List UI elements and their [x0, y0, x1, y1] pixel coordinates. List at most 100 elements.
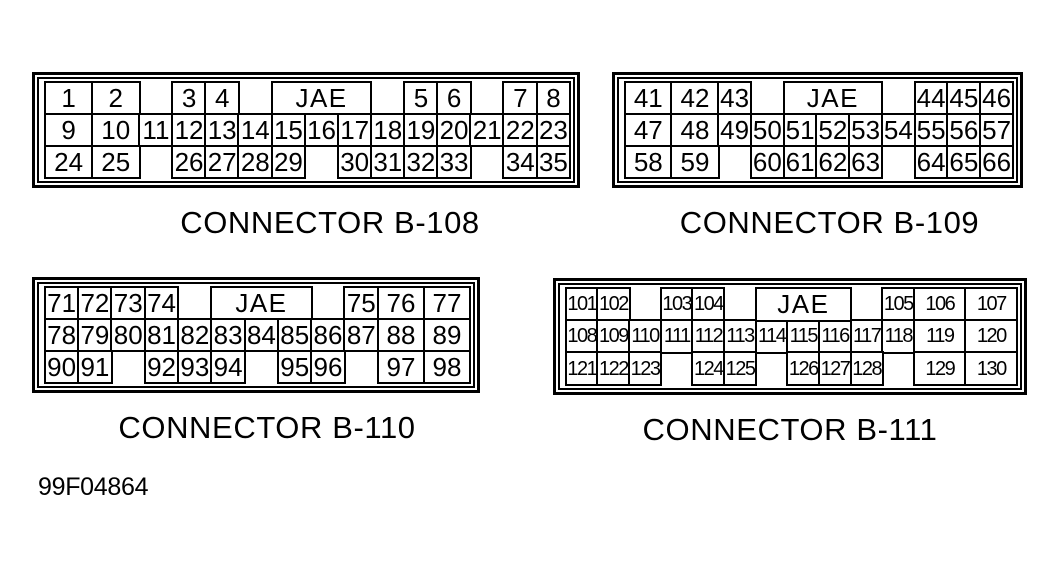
pin-cell-113: 113	[722, 319, 758, 354]
pin-cell-16: 16	[303, 112, 340, 148]
pin-cell-102: 102	[596, 286, 631, 322]
pin-cell-9: 9	[43, 112, 94, 148]
figure-id: 99F04864	[38, 473, 149, 501]
pin-cell-111: 111	[659, 319, 694, 354]
pin-cell-71: 71	[43, 285, 80, 321]
pin-cell-55: 55	[913, 112, 949, 148]
pin-cell-117: 117	[849, 319, 884, 354]
pin-cell-74: 74	[143, 285, 180, 321]
pin-cell-79: 79	[77, 317, 113, 353]
pin-cell-84: 84	[243, 317, 280, 353]
pin-cell-101: 101	[564, 286, 599, 322]
pin-cell-121: 121	[564, 351, 599, 387]
pin-cell-107: 107	[964, 286, 1019, 322]
pin-cell-58: 58	[623, 144, 673, 180]
pin-cell-35: 35	[535, 144, 572, 180]
pin-cell-32: 32	[403, 144, 439, 180]
pin-cell-104: 104	[691, 286, 726, 322]
pin-cell-98: 98	[422, 349, 472, 385]
pin-cell-11: 11	[138, 112, 174, 148]
jae-maker-label-cell: JAE	[782, 80, 884, 116]
pin-cell-72: 72	[77, 285, 113, 321]
pin-cell-93: 93	[176, 349, 213, 385]
pin-cell-34: 34	[502, 144, 539, 180]
pin-cell-89: 89	[422, 317, 472, 353]
pin-cell-15: 15	[270, 112, 307, 148]
pin-cell-22: 22	[502, 112, 539, 148]
pin-cell-105: 105	[881, 286, 916, 322]
pin-cell-108: 108	[564, 319, 599, 354]
pin-cell-17: 17	[336, 112, 373, 148]
pin-cell-50: 50	[749, 112, 786, 148]
pin-cell-44: 44	[913, 80, 949, 116]
pin-cell-41: 41	[623, 80, 673, 116]
pin-cell-18: 18	[369, 112, 406, 148]
pin-cell-92: 92	[143, 349, 180, 385]
pin-cell-115: 115	[786, 319, 821, 354]
pin-cell-23: 23	[535, 112, 572, 148]
pin-cell-124: 124	[691, 351, 726, 387]
pin-cell-3: 3	[171, 80, 207, 116]
pin-cell-13: 13	[204, 112, 240, 148]
pin-cell-123: 123	[628, 351, 663, 387]
pin-cell-33: 33	[436, 144, 472, 180]
pin-cell-56: 56	[946, 112, 982, 148]
pin-cell-128: 128	[849, 351, 884, 387]
pin-cell-48: 48	[670, 112, 720, 148]
pin-cell-7: 7	[502, 80, 539, 116]
pin-cell-49: 49	[717, 112, 753, 148]
jae-maker-label-cell: JAE	[210, 285, 313, 321]
pin-cell-53: 53	[848, 112, 884, 148]
connector-b111-label: CONNECTOR B-111	[642, 412, 938, 447]
pin-cell-59: 59	[670, 144, 720, 180]
connector-b110-label: CONNECTOR B-110	[118, 410, 416, 445]
pin-cell-45: 45	[946, 80, 982, 116]
pin-cell-130: 130	[964, 351, 1019, 387]
pin-cell-86: 86	[310, 317, 346, 353]
pin-cell-96: 96	[310, 349, 346, 385]
pin-cell-127: 127	[817, 351, 853, 387]
pin-cell-120: 120	[964, 319, 1019, 354]
pin-cell-26: 26	[171, 144, 207, 180]
pin-cell-116: 116	[817, 319, 853, 354]
pin-cell-122: 122	[596, 351, 631, 387]
pin-cell-109: 109	[596, 319, 631, 354]
pin-cell-21: 21	[469, 112, 505, 148]
pin-cell-64: 64	[913, 144, 949, 180]
pin-cell-62: 62	[815, 144, 851, 180]
pin-cell-85: 85	[276, 317, 313, 353]
pin-cell-10: 10	[90, 112, 141, 148]
connector-b108-label: CONNECTOR B-108	[180, 205, 480, 240]
pin-cell-63: 63	[848, 144, 884, 180]
pin-cell-51: 51	[782, 112, 818, 148]
pin-cell-94: 94	[210, 349, 247, 385]
pin-cell-73: 73	[110, 285, 147, 321]
pin-cell-77: 77	[422, 285, 472, 321]
pin-cell-76: 76	[376, 285, 426, 321]
pin-cell-14: 14	[237, 112, 274, 148]
pin-cell-78: 78	[43, 317, 80, 353]
pin-cell-81: 81	[143, 317, 180, 353]
pin-cell-83: 83	[210, 317, 247, 353]
pin-cell-119: 119	[912, 319, 967, 354]
pin-cell-27: 27	[204, 144, 240, 180]
pin-cell-43: 43	[717, 80, 753, 116]
pin-cell-57: 57	[979, 112, 1015, 148]
pin-cell-97: 97	[376, 349, 426, 385]
pin-cell-90: 90	[43, 349, 80, 385]
jae-maker-label-cell: JAE	[754, 286, 853, 322]
pin-cell-46: 46	[979, 80, 1015, 116]
pin-cell-114: 114	[754, 319, 789, 354]
pin-cell-80: 80	[110, 317, 147, 353]
pin-cell-82: 82	[176, 317, 213, 353]
pin-cell-30: 30	[336, 144, 373, 180]
connector-b109-label: CONNECTOR B-109	[679, 205, 980, 240]
pin-cell-60: 60	[749, 144, 786, 180]
